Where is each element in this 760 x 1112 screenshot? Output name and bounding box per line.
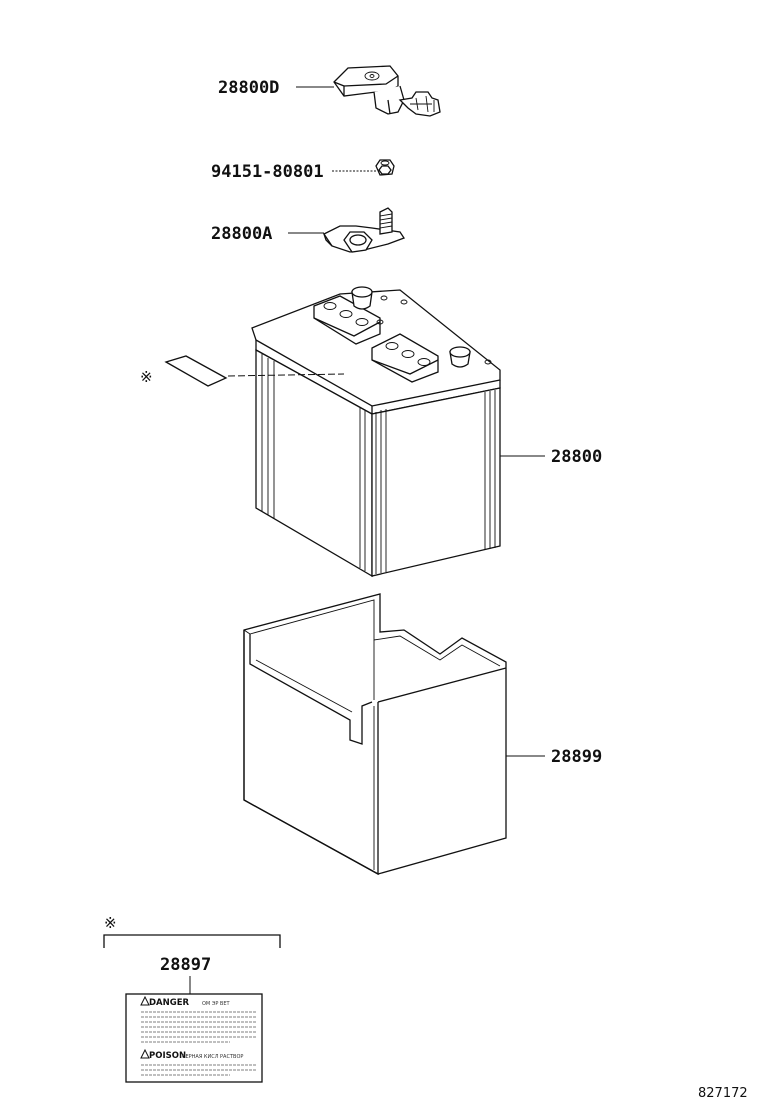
caution-label-drawing: DANGER ОМ ЭР ВЕТ POISON СЕРНАЯ КИСЛ РАСТ… bbox=[125, 993, 263, 1083]
label-danger-heading: DANGER bbox=[149, 998, 190, 1008]
callout-clamp-cover: 28800D bbox=[218, 78, 279, 98]
battery-drawing bbox=[251, 286, 501, 578]
reference-mark-battery: ※ bbox=[140, 368, 153, 386]
callout-terminal-clamp: 28800A bbox=[211, 224, 272, 244]
callout-battery: 28800 bbox=[551, 447, 602, 467]
callout-caution-label: 28897 bbox=[160, 955, 211, 975]
battery-label-patch bbox=[164, 355, 228, 387]
callout-nut: 94151-80801 bbox=[211, 162, 324, 182]
illustration-id: 827172 bbox=[698, 1086, 748, 1101]
nut-drawing bbox=[375, 159, 395, 176]
label-bracket bbox=[103, 934, 281, 948]
label-poison-sub: СЕРНАЯ КИСЛ РАСТВОР bbox=[182, 1054, 243, 1060]
label-poison-heading: POISON bbox=[149, 1051, 186, 1061]
battery-case-drawing bbox=[243, 593, 507, 876]
battery-label-leader bbox=[227, 373, 345, 377]
warning-triangle-icon bbox=[140, 1048, 150, 1059]
reference-mark-label: ※ bbox=[104, 914, 117, 932]
label-danger-sub: ОМ ЭР ВЕТ bbox=[202, 1001, 231, 1007]
warning-triangle-icon bbox=[140, 995, 150, 1006]
callout-battery-case: 28899 bbox=[551, 747, 602, 767]
terminal-clamp-drawing bbox=[323, 207, 405, 253]
clamp-cover-drawing bbox=[333, 65, 441, 117]
